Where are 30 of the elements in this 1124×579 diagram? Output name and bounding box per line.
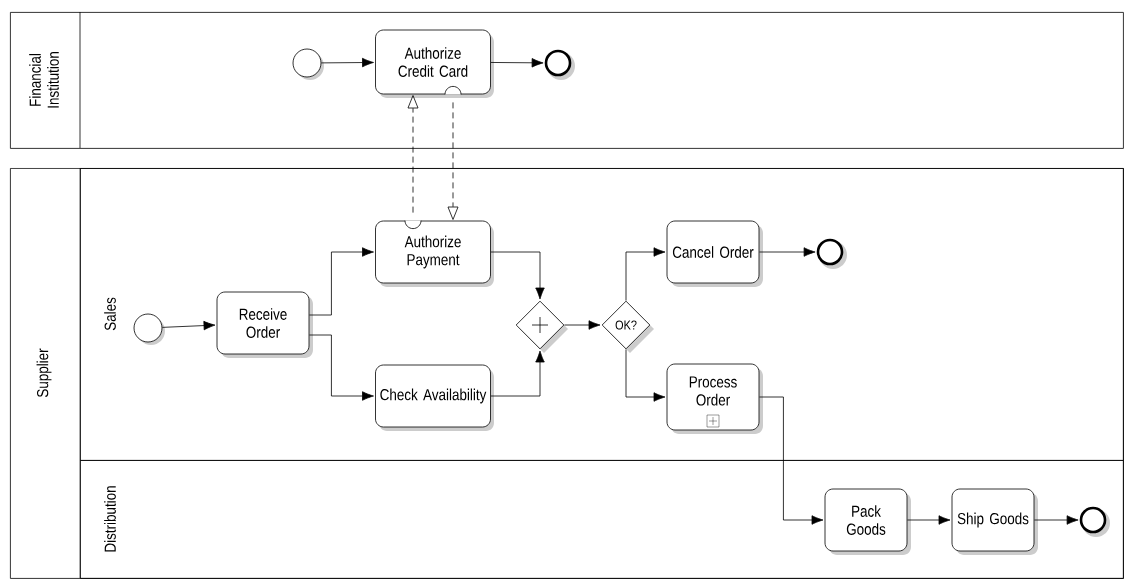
arrow [1034,515,1079,525]
arrow [759,396,824,525]
end-event [816,238,847,269]
arrow [490,251,545,300]
arrow [162,320,216,331]
arrow [490,350,545,397]
task-box: Process Order [666,363,763,434]
arrow [625,349,666,402]
task-box: Authorize Credit Card [375,29,494,98]
arrow [321,57,374,68]
arrow [309,334,374,401]
arrow [564,320,601,330]
task-box: Authorize Payment [375,220,494,287]
arrow [907,515,951,525]
message-flow [444,86,462,220]
task-box: Receive Order [216,291,313,358]
task-box: Ship Goods [951,488,1038,555]
start-event [133,313,165,345]
start-event [292,48,324,80]
end-event [1079,506,1110,537]
arrow [309,247,374,316]
message-flow [404,95,422,229]
task-box: Cancel Order [666,220,763,287]
task-box: Check Availability [375,364,494,431]
arrow [490,58,544,68]
end-event [544,49,575,80]
task-box: Pack Goods [824,488,911,555]
gateway-diamond [515,300,568,353]
arrow [625,247,666,301]
arrow [759,247,816,257]
